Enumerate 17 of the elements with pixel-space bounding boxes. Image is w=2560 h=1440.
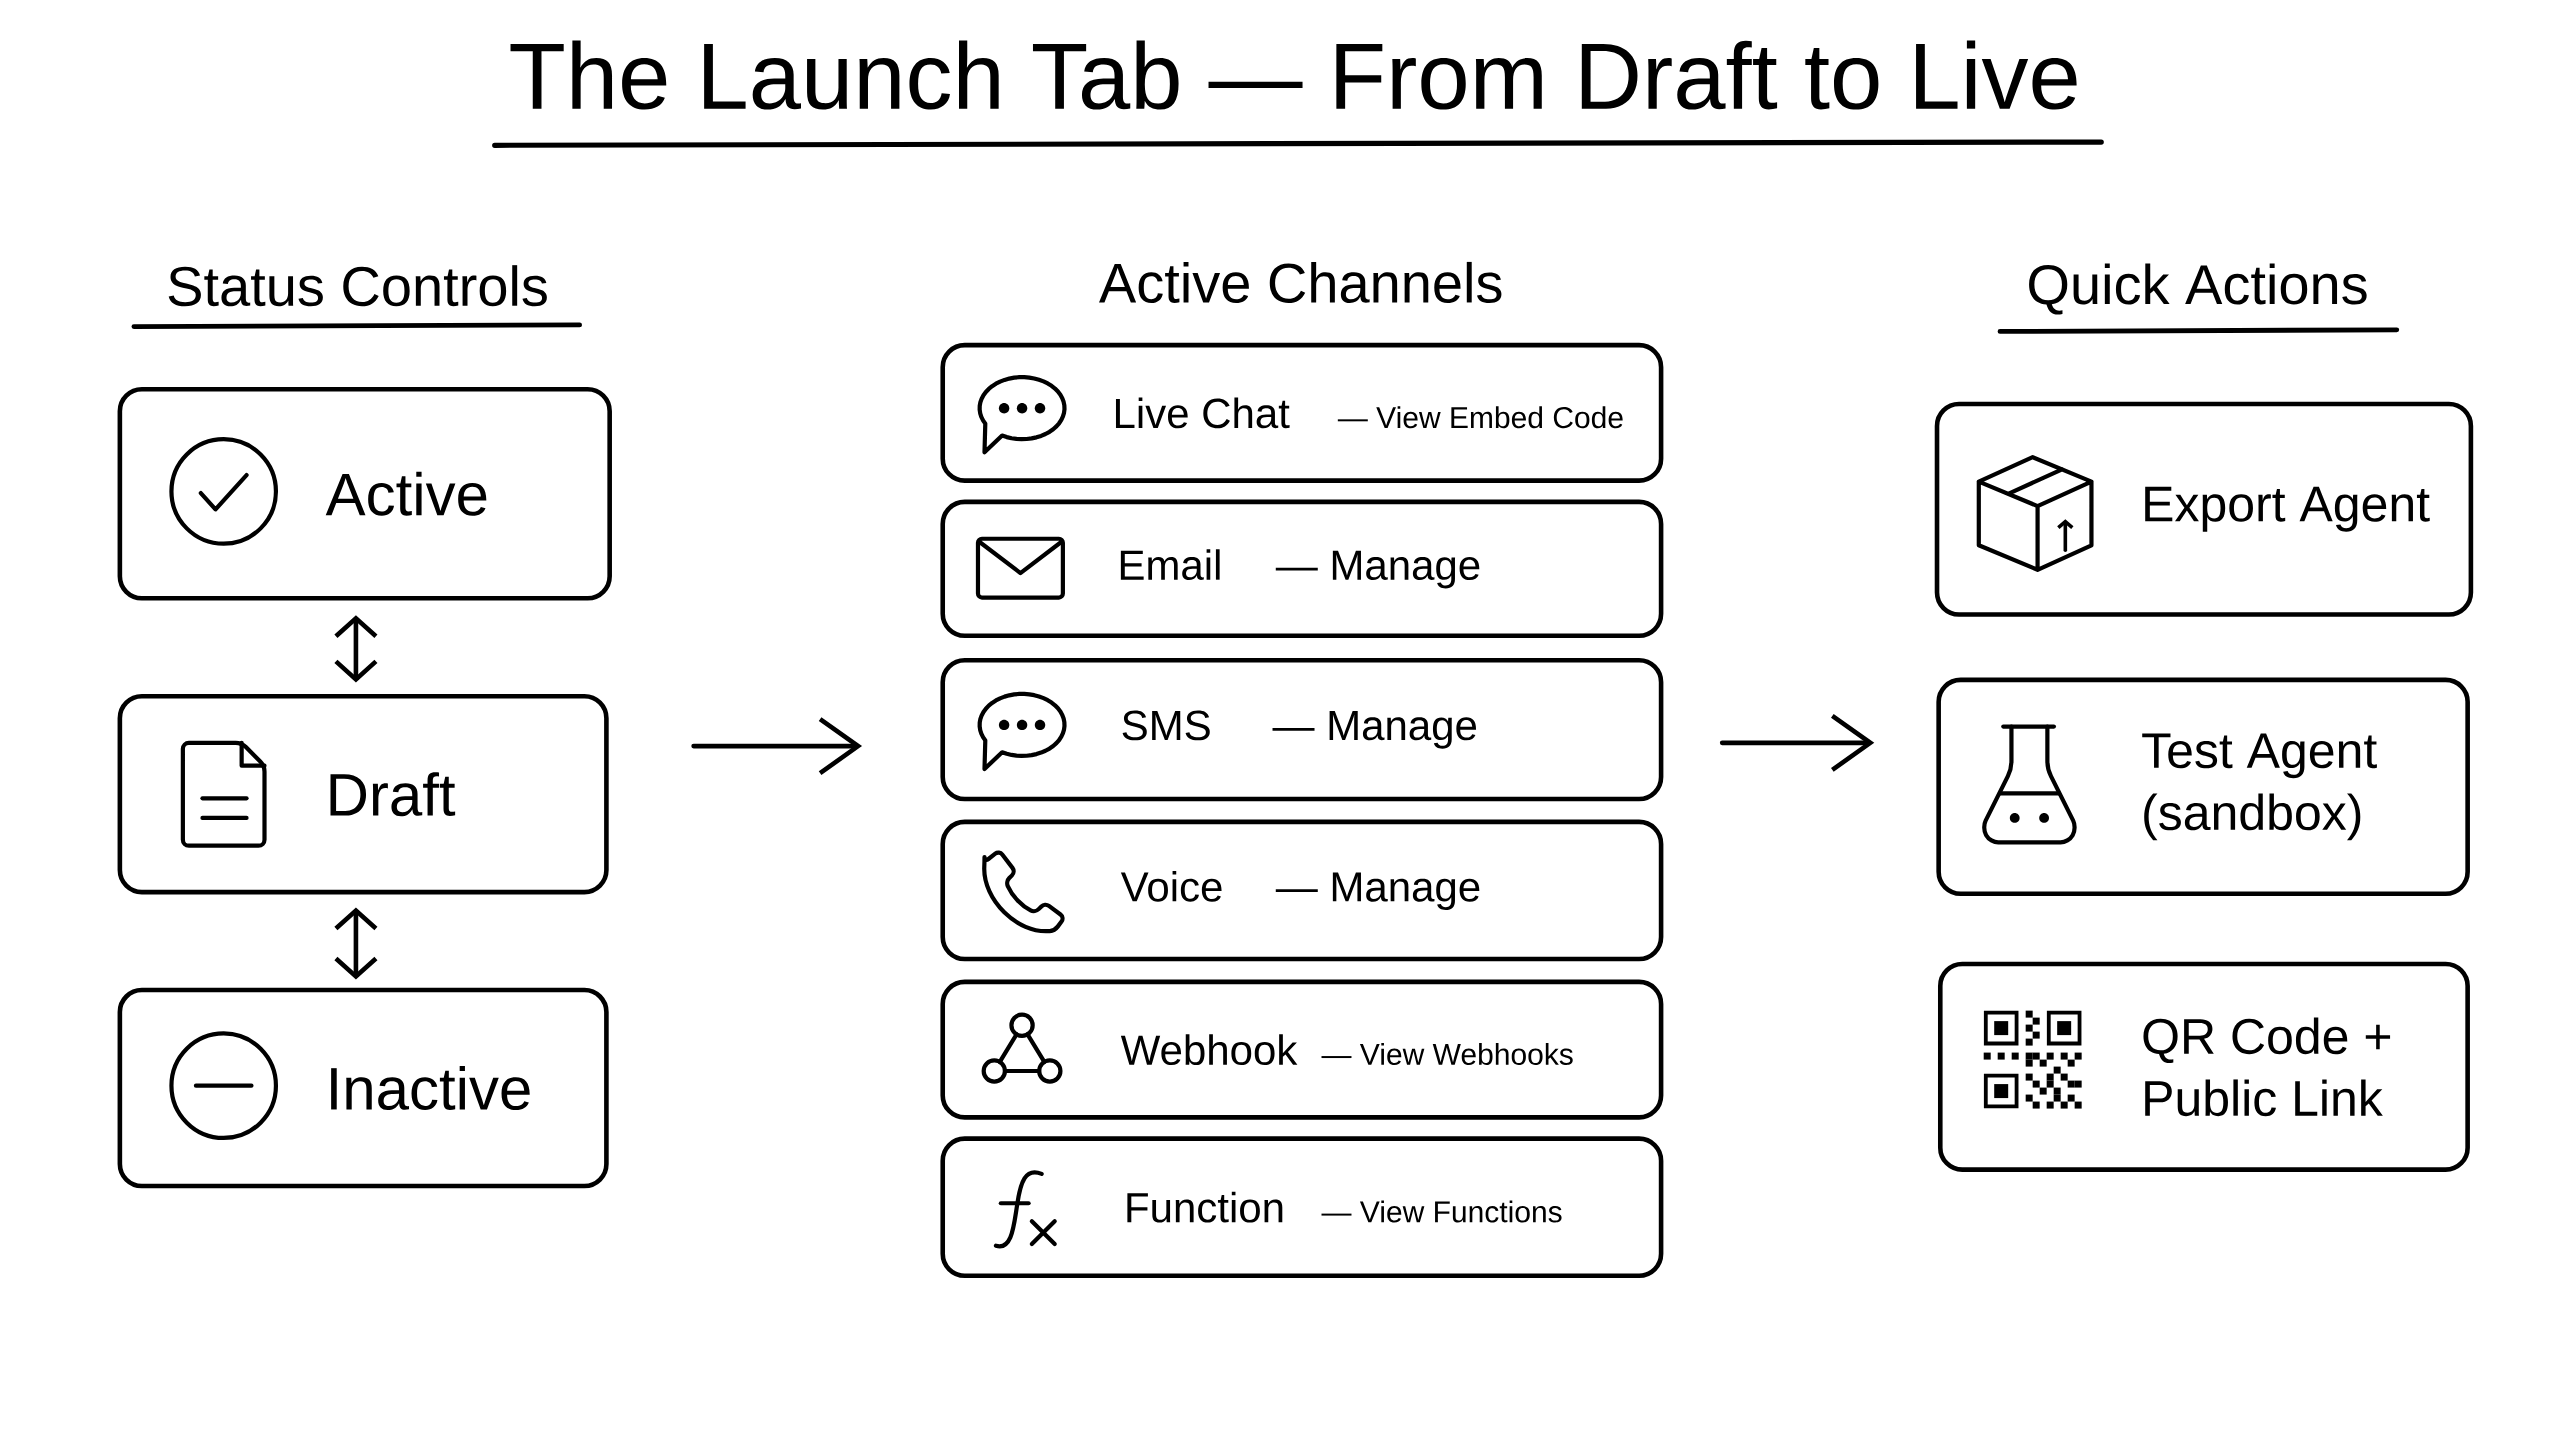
status-card: Draft — [117, 693, 609, 895]
arrow — [691, 717, 863, 775]
channel-row: Email — Manage — [940, 499, 1664, 639]
section-heading: Quick Actions — [2029, 263, 2367, 315]
action-card: Test Agent (sandbox) — [1936, 677, 2470, 897]
channel-row: Webhook — View Webhooks — [940, 979, 1664, 1120]
channel-row: Function — View Functions — [940, 1136, 1664, 1279]
channel-row: Voice — Manage — [940, 819, 1664, 962]
arrow — [1719, 713, 1875, 772]
status-card: Active — [117, 386, 612, 601]
title: The Launch Tab — From Draft to Live — [510, 40, 2077, 110]
section-heading: Status Controls — [168, 265, 547, 307]
channel-row: SMS — Manage — [940, 657, 1664, 802]
action-card: QR Code + Public Link — [1938, 961, 2470, 1172]
status-card: Inactive — [117, 987, 609, 1189]
action-card: Export Agent — [1934, 401, 2474, 617]
channel-row: Live Chat — View Embed Code — [940, 342, 1664, 483]
